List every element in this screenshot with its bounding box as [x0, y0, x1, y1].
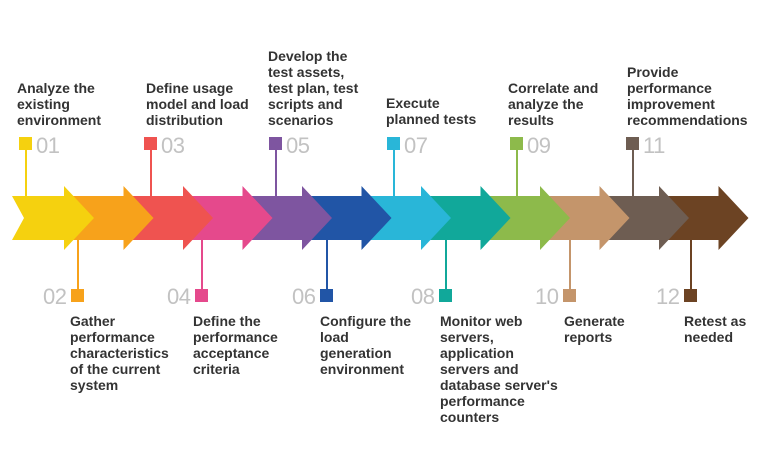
step-01-marker: [19, 137, 32, 150]
step-11-connector: [632, 150, 634, 196]
arrow-segment-11: [607, 186, 689, 250]
step-09-connector: [516, 150, 518, 196]
step-03-marker: [144, 137, 157, 150]
step-12-connector: [690, 240, 692, 290]
step-09-marker: [510, 137, 523, 150]
step-04-number: 04: [167, 284, 191, 309]
step-10-number: 10: [535, 284, 559, 309]
step-05-connector: [275, 150, 277, 196]
step-01-label: Analyze the existing environment: [17, 80, 102, 128]
step-10-label: Generate reports: [564, 313, 625, 345]
step-06-marker: [320, 289, 333, 302]
step-10-marker: [563, 289, 576, 302]
step-08-number: 08: [411, 284, 435, 309]
step-02-label: Gather performance characteristics of th…: [70, 313, 169, 393]
step-05-marker: [269, 137, 282, 150]
step-11-marker: [626, 137, 639, 150]
step-02-marker: [71, 289, 84, 302]
step-06-number: 06: [292, 284, 316, 309]
arrow-segment-10: [547, 186, 630, 250]
step-04-label: Define the performance acceptance criter…: [193, 313, 278, 377]
step-01-connector: [25, 150, 27, 196]
step-07-connector: [393, 150, 395, 196]
step-11-number: 11: [643, 133, 665, 158]
arrow-segment-06: [309, 186, 392, 250]
step-01-number: 01: [36, 133, 60, 158]
arrow-segment-02: [71, 186, 154, 250]
step-03-connector: [150, 150, 152, 196]
arrow-segment-03: [131, 186, 213, 250]
arrow-segment-04: [190, 186, 273, 250]
step-07-number: 07: [404, 133, 428, 158]
arrow-segment-05: [250, 186, 332, 250]
step-03-label: Define usage model and load distribution: [146, 80, 249, 128]
step-02-connector: [77, 240, 79, 290]
step-04-marker: [195, 289, 208, 302]
arrow-segment-12: [666, 186, 749, 250]
step-05-number: 05: [286, 133, 310, 158]
arrow-segment-07: [369, 186, 451, 250]
step-08-connector: [445, 240, 447, 290]
step-06-connector: [326, 240, 328, 290]
step-09-label: Correlate and analyze the results: [508, 80, 599, 128]
step-06-label: Configure the load generation environmen…: [320, 313, 411, 377]
step-05-label: Develop the test assets, test plan, test…: [268, 48, 359, 128]
step-08-label: Monitor web servers, application servers…: [440, 313, 558, 425]
arrow-segment-08: [428, 186, 511, 250]
step-07-marker: [387, 137, 400, 150]
step-08-marker: [439, 289, 452, 302]
step-07-label: Execute planned tests: [386, 95, 477, 127]
step-03-number: 03: [161, 133, 185, 158]
step-10-connector: [569, 240, 571, 290]
step-09-number: 09: [527, 133, 551, 158]
arrow-segment-09: [488, 186, 570, 250]
step-12-marker: [684, 289, 697, 302]
step-12-number: 12: [656, 284, 680, 309]
step-02-number: 02: [43, 284, 67, 309]
step-11-label: Provide performance improvement recommen…: [627, 64, 748, 128]
arrow-segment-01: [12, 186, 94, 250]
step-04-connector: [201, 240, 203, 290]
step-12-label: Retest as needed: [684, 313, 747, 345]
